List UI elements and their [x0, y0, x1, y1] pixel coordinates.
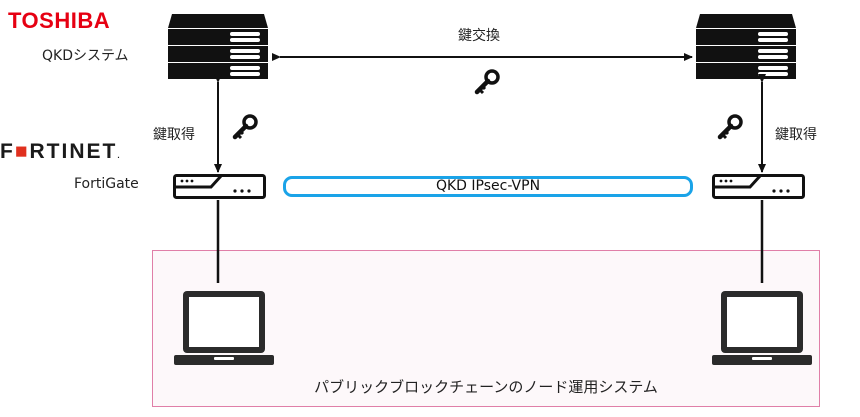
fortinet-logo: F■RTINET. — [0, 140, 122, 164]
fortinet-logo-rest: RTINET — [29, 140, 118, 163]
node-system-label: パブリックブロックチェーンのノード運用システム — [314, 378, 658, 396]
fortinet-logo-f: F — [0, 140, 15, 163]
key-acquire-left-label: 鍵取得 — [153, 127, 195, 143]
toshiba-logo: TOSHIBA — [8, 8, 111, 33]
key-acquire-right-key-icon — [716, 112, 746, 142]
qkd-system-label: QKDシステム — [42, 48, 129, 64]
fortinet-logo-mark: ■ — [14, 140, 30, 163]
qkd-server-right-icon — [696, 14, 796, 79]
key-acquire-left-key-icon — [231, 112, 261, 142]
fortigate-label: FortiGate — [74, 176, 139, 192]
key-acquire-right-label: 鍵取得 — [775, 127, 817, 143]
laptop-right-icon — [712, 291, 812, 365]
fortigate-right-icon — [712, 174, 805, 199]
vpn-tunnel-label: QKD IPsec-VPN — [435, 178, 541, 194]
fortigate-left-icon — [173, 174, 266, 199]
vpn-tunnel: QKD IPsec-VPN — [283, 176, 693, 197]
laptop-left-icon — [174, 291, 274, 365]
qkd-server-left-icon — [168, 14, 268, 79]
key-exchange-label: 鍵交換 — [458, 28, 500, 44]
fortinet-logo-suffix: . — [117, 151, 122, 160]
key-exchange-key-icon — [473, 67, 503, 97]
